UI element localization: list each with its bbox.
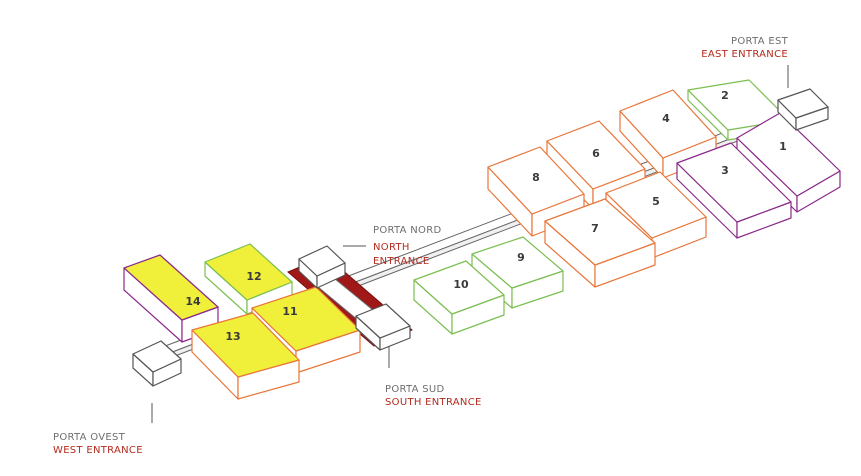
hall-label-1: 1	[779, 140, 787, 153]
hall-13-box	[191, 312, 300, 400]
hall-label-4: 4	[662, 112, 670, 125]
south-pavilion-top-face	[355, 303, 411, 339]
hall-3-box	[676, 142, 792, 239]
hall-4-box-top-face	[619, 89, 717, 159]
south-entrance-label-en: SOUTH ENTRANCE	[385, 397, 482, 408]
hall-label-10: 10	[453, 278, 469, 291]
hall-12-box-top-face	[204, 243, 293, 301]
east-entrance-label-it: PORTA EST	[731, 36, 789, 47]
hall-13-box-top-face	[191, 312, 300, 378]
hall-7-box-top-face	[544, 198, 656, 266]
hall-label-6: 6	[592, 147, 600, 160]
north-entrance-label-it: PORTA NORD	[373, 225, 441, 236]
hall-14-box	[123, 254, 219, 343]
hall-label-7: 7	[591, 222, 599, 235]
hall-label-9: 9	[517, 251, 525, 264]
hall-label-11: 11	[282, 305, 297, 318]
hall-9-box-top-face	[471, 236, 564, 289]
hall-14-box-top-face	[123, 254, 219, 321]
hall-10-box	[413, 260, 505, 335]
halls-layer	[123, 79, 841, 400]
hall-1-box-top-face	[736, 112, 841, 197]
entrance-labels: PORTA EST EAST ENTRANCE PORTA NORD NORTH…	[53, 36, 789, 456]
hall-label-14: 14	[185, 295, 201, 308]
hall-labels: 1 2 3 4 5 6 7 8 9 10 11 12 13 14	[185, 89, 786, 343]
west-pavilion-top-face	[132, 340, 182, 373]
hall-6-box-top-face	[546, 120, 646, 190]
leader-lines	[151, 65, 789, 423]
east-entrance-label-en: EAST ENTRANCE	[701, 49, 788, 60]
east-pavilion	[777, 88, 829, 131]
hall-3-box-top-face	[676, 142, 792, 223]
hall-label-2: 2	[721, 89, 729, 102]
north-pavilion-top-face	[298, 245, 346, 277]
hall-label-12: 12	[246, 270, 261, 283]
pavilions-layer	[132, 88, 829, 387]
hall-7-box	[544, 198, 656, 288]
hall-8-box-top-face	[487, 146, 585, 215]
south-entrance-label-it: PORTA SUD	[385, 384, 445, 395]
east-pavilion-top-face	[777, 88, 829, 119]
south-pavilion	[355, 303, 411, 351]
west-entrance-label-it: PORTA OVEST	[53, 432, 126, 443]
north-entrance-label-en-2: ENTRANCE	[373, 256, 429, 267]
north-pavilion	[298, 245, 346, 289]
hall-5-box-top-face	[605, 171, 707, 239]
hall-label-5: 5	[652, 195, 660, 208]
hall-10-box-top-face	[413, 260, 505, 315]
hall-label-8: 8	[532, 171, 540, 184]
hall-label-13: 13	[225, 330, 240, 343]
north-entrance-label-en-1: NORTH	[373, 242, 410, 253]
west-entrance-label-en: WEST ENTRANCE	[53, 445, 143, 456]
hall-label-3: 3	[721, 164, 729, 177]
west-pavilion	[132, 340, 182, 387]
